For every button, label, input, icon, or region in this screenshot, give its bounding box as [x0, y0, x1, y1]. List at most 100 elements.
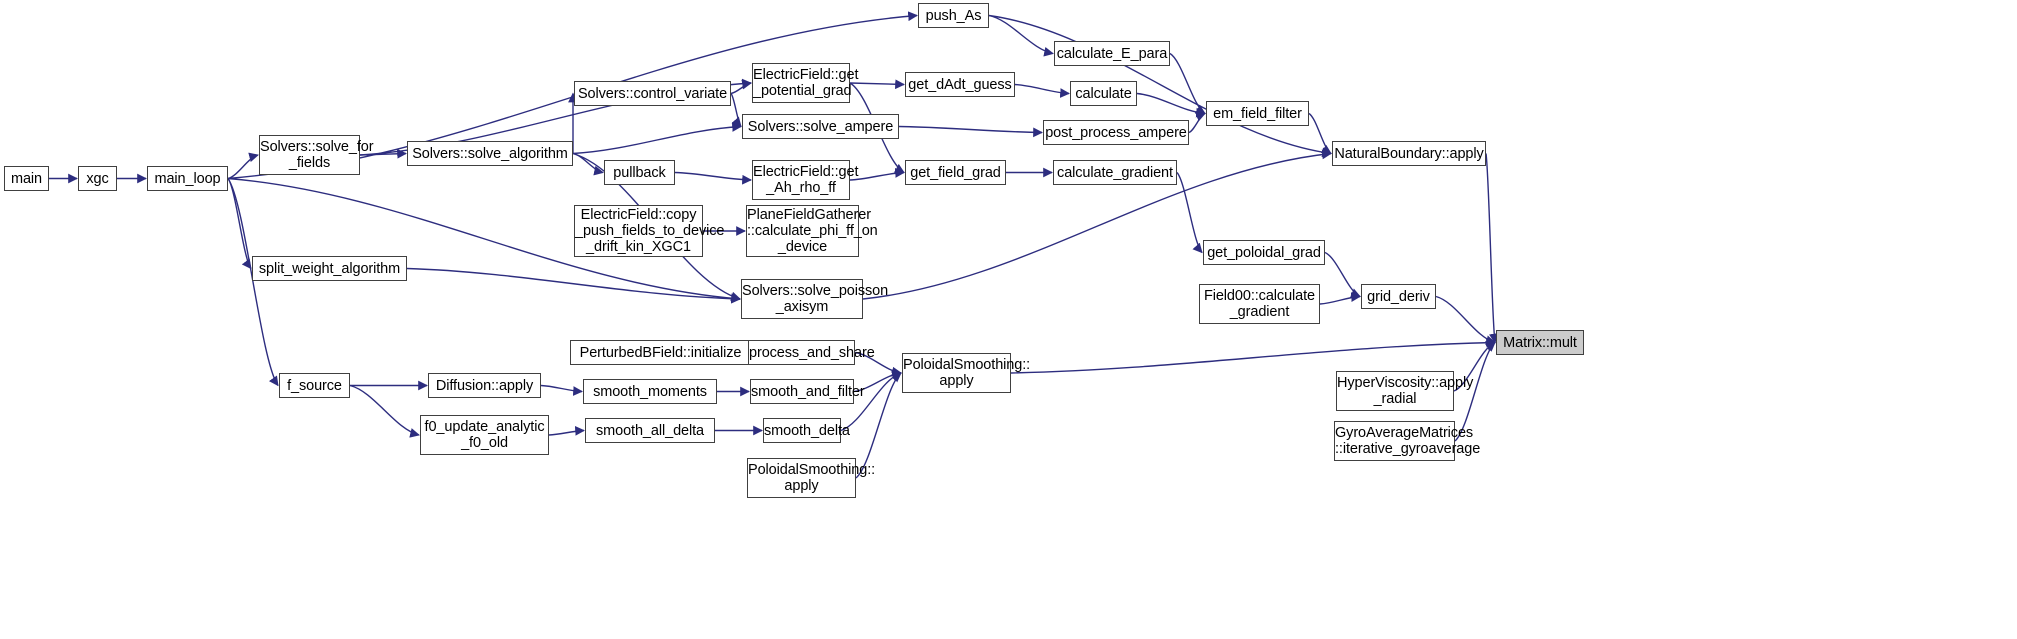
graph-edge-main_loop-to-solve_for_fields — [227, 152, 259, 180]
graph-edge-get_poloidal_grad-to-grid_deriv — [1324, 251, 1361, 298]
graph-node-label: Diffusion::apply — [435, 377, 534, 394]
graph-node-process_and_share[interactable]: process_and_share — [748, 340, 875, 365]
graph-node-label: get_dAdt_guess — [908, 76, 1012, 93]
graph-node-label: get_field_grad — [910, 164, 1001, 181]
graph-node-main_loop[interactable]: main_loop — [147, 166, 228, 191]
graph-node-label: calculate_gradient — [1057, 164, 1173, 181]
graph-node-get_poloidal_grad[interactable]: get_poloidal_grad — [1203, 240, 1325, 265]
graph-edge-post_process_ampere-to-em_field_filter — [1188, 112, 1206, 134]
graph-node-label: get_poloidal_grad — [1207, 244, 1321, 261]
graph-node-solve_poisson[interactable]: Solvers::solve_poisson _axisym — [741, 279, 889, 319]
graph-edge-solve_algorithm-to-pullback — [572, 152, 604, 176]
graph-node-f0_update[interactable]: f0_update_analytic _f0_old — [420, 415, 549, 455]
graph-node-copy_push_fields[interactable]: ElectricField::copy _push_fields_to_devi… — [574, 205, 725, 257]
graph-node-post_process_ampere[interactable]: post_process_ampere — [1043, 120, 1189, 145]
graph-node-grid_deriv[interactable]: grid_deriv — [1361, 284, 1436, 309]
graph-edge-f_source-to-f0_update — [349, 384, 420, 438]
graph-node-label: Solvers::solve_poisson _axisym — [742, 283, 889, 315]
graph-node-calculate_gradient[interactable]: calculate_gradient — [1053, 160, 1177, 185]
graph-edge-push_As-to-natural_boundary — [988, 14, 1332, 158]
graph-node-perturbedb_init[interactable]: PerturbedBField::initialize — [570, 340, 751, 365]
graph-node-label: PoloidalSmoothing:: apply — [903, 357, 1031, 389]
graph-node-field00_calc_grad[interactable]: Field00::calculate _gradient — [1199, 284, 1320, 324]
graph-edge-poloidal_smooth_a-to-matrix_mult — [1010, 337, 1496, 374]
graph-node-label: main — [10, 170, 43, 187]
graph-node-solve_algorithm[interactable]: Solvers::solve_algorithm — [407, 141, 573, 166]
graph-node-get_field_grad[interactable]: get_field_grad — [905, 160, 1006, 185]
graph-node-hyperviscosity[interactable]: HyperViscosity::apply _radial — [1336, 371, 1474, 411]
graph-edge-pullback-to-get_Ah_rho_ff — [674, 171, 752, 185]
graph-node-smooth_and_filter[interactable]: smooth_and_filter — [750, 379, 865, 404]
graph-node-smooth_moments[interactable]: smooth_moments — [583, 379, 717, 404]
graph-node-label: Field00::calculate _gradient — [1203, 288, 1316, 320]
graph-node-label: PoloidalSmoothing:: apply — [748, 462, 876, 494]
graph-edge-solve_ampere-to-post_process_ampere — [898, 125, 1043, 138]
graph-node-label: pullback — [613, 164, 666, 181]
graph-node-label: Solvers::solve_ampere — [747, 118, 894, 135]
graph-node-em_field_filter[interactable]: em_field_filter — [1206, 101, 1309, 126]
graph-node-poloidal_smooth_a[interactable]: PoloidalSmoothing:: apply — [902, 353, 1031, 393]
graph-node-xgc[interactable]: xgc — [78, 166, 117, 191]
graph-edge-solve_poisson-to-natural_boundary — [862, 149, 1332, 300]
graph-node-label: ElectricField::get _Ah_rho_ff — [753, 164, 859, 196]
graph-node-diffusion_apply[interactable]: Diffusion::apply — [428, 373, 541, 398]
graph-node-smooth_all_delta[interactable]: smooth_all_delta — [585, 418, 715, 443]
graph-node-label: f0_update_analytic _f0_old — [424, 419, 545, 451]
graph-node-f_source[interactable]: f_source — [279, 373, 350, 398]
graph-edge-grid_deriv-to-matrix_mult — [1435, 295, 1496, 345]
graph-edge-main_loop-to-f_source — [227, 178, 279, 387]
graph-node-label: smooth_all_delta — [595, 422, 705, 439]
graph-node-label: push_As — [925, 7, 982, 24]
graph-node-matrix_mult[interactable]: Matrix::mult — [1496, 330, 1584, 355]
graph-node-label: em_field_filter — [1213, 105, 1302, 122]
graph-node-label: ElectricField::copy _push_fields_to_devi… — [575, 207, 725, 255]
graph-node-label: smooth_delta — [764, 422, 850, 439]
graph-node-label: main_loop — [154, 170, 221, 187]
graph-node-poloidal_smooth_b[interactable]: PoloidalSmoothing:: apply — [747, 458, 876, 498]
graph-node-label: PerturbedBField::initialize — [579, 344, 742, 361]
graph-node-calculate[interactable]: calculate — [1070, 81, 1137, 106]
graph-node-label: calculate_E_para — [1056, 45, 1168, 62]
graph-edge-main_loop-to-solve_poisson — [227, 177, 741, 304]
graph-node-pullback[interactable]: pullback — [604, 160, 675, 185]
graph-node-label: xgc — [86, 170, 109, 187]
graph-node-push_As[interactable]: push_As — [918, 3, 989, 28]
graph-edge-split_weight-to-solve_poisson — [406, 267, 741, 304]
graph-node-label: f_source — [287, 377, 342, 394]
graph-node-label: HyperViscosity::apply _radial — [1337, 375, 1474, 407]
graph-node-label: PlaneFieldGatherer ::calculate_phi_ff_on… — [747, 207, 878, 255]
graph-node-control_variate[interactable]: Solvers::control_variate — [574, 81, 731, 106]
graph-node-solve_for_fields[interactable]: Solvers::solve_for _fields — [259, 135, 374, 175]
graph-edge-em_field_filter-to-natural_boundary — [1308, 112, 1332, 155]
graph-node-label: split_weight_algorithm — [258, 260, 401, 277]
graph-edge-get_Ah_rho_ff-to-get_field_grad — [849, 168, 905, 181]
graph-edge-poloidal_smooth_b-to-poloidal_smooth_a — [855, 372, 902, 479]
graph-edge-natural_boundary-to-matrix_mult — [1485, 153, 1499, 344]
graph-edge-diffusion_apply-to-smooth_moments — [540, 384, 583, 396]
graph-node-get_dAdt_guess[interactable]: get_dAdt_guess — [905, 72, 1015, 97]
graph-node-smooth_delta[interactable]: smooth_delta — [763, 418, 850, 443]
graph-node-calculate_E_para[interactable]: calculate_E_para — [1054, 41, 1170, 66]
graph-node-label: smooth_and_filter — [751, 383, 865, 400]
graph-node-label: NaturalBoundary::apply — [1334, 145, 1484, 162]
graph-edge-field00_calc_grad-to-grid_deriv — [1319, 292, 1361, 305]
graph-node-get_potential_grad[interactable]: ElectricField::get _potential_grad — [752, 63, 859, 103]
graph-node-label: process_and_share — [749, 344, 875, 361]
graph-node-solve_ampere[interactable]: Solvers::solve_ampere — [742, 114, 899, 139]
graph-node-label: Matrix::mult — [1503, 334, 1577, 351]
graph-edge-get_dAdt_guess-to-calculate — [1014, 83, 1070, 98]
graph-node-label: Solvers::solve_algorithm — [412, 145, 568, 162]
graph-node-label: ElectricField::get _potential_grad — [753, 67, 859, 99]
graph-edge-control_variate-to-solve_ampere — [730, 93, 742, 128]
graph-node-natural_boundary[interactable]: NaturalBoundary::apply — [1332, 141, 1486, 166]
graph-node-get_Ah_rho_ff[interactable]: ElectricField::get _Ah_rho_ff — [752, 160, 859, 200]
graph-node-gyro_average[interactable]: GyroAverageMatrices ::iterative_gyroaver… — [1334, 421, 1480, 461]
graph-node-plane_field_gather[interactable]: PlaneFieldGatherer ::calculate_phi_ff_on… — [746, 205, 878, 257]
graph-node-label: smooth_moments — [593, 383, 707, 400]
graph-node-split_weight[interactable]: split_weight_algorithm — [252, 256, 407, 281]
graph-node-main[interactable]: main — [4, 166, 49, 191]
graph-edge-control_variate-to-get_potential_grad — [730, 79, 752, 95]
graph-node-label: Solvers::solve_for _fields — [260, 139, 374, 171]
graph-node-label: post_process_ampere — [1045, 124, 1187, 141]
